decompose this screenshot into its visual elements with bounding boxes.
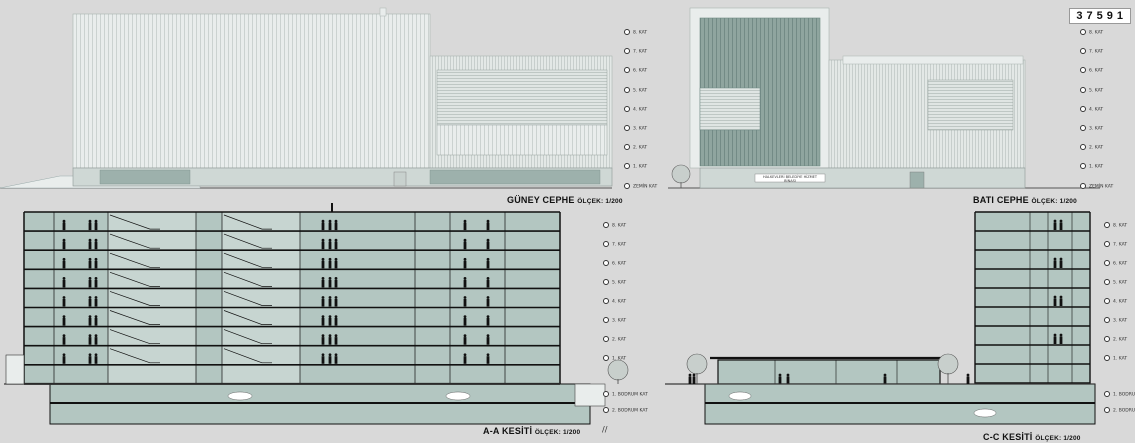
bati-level-3: 5. KAT xyxy=(1080,87,1103,93)
bati-level-2: 6. KAT xyxy=(1080,67,1103,74)
cc-level-5: 3. KAT xyxy=(1104,317,1127,324)
cc-level-3: 5. KAT xyxy=(1104,279,1127,286)
guney-level-5: 3. KAT xyxy=(624,125,647,132)
aa-level-3: 5. KAT xyxy=(603,279,626,286)
aa-level-0: 8. KAT xyxy=(603,222,626,229)
bati-level-1: 7. KAT xyxy=(1080,48,1103,55)
cc-level-0: 8. KAT xyxy=(1104,222,1127,229)
cc-kesiti-title: C-C KESİTİ ÖLÇEK: 1/200 xyxy=(983,432,1081,442)
aa-level-9: 2. BODRUM KAT xyxy=(603,407,648,414)
aa-level-1: 7. KAT xyxy=(603,241,626,248)
cc-level-8: 1. BODRUM KAT xyxy=(1104,391,1135,398)
guney-level-1: 7. KAT xyxy=(624,48,647,55)
aa-level-2: 6. KAT xyxy=(603,260,626,267)
bati-level-0: 8. KAT xyxy=(1080,29,1103,36)
bati-level-6: 2. KAT xyxy=(1080,144,1103,151)
bati-level-7: 1. KAT xyxy=(1080,163,1103,170)
guney-cephe-elevation xyxy=(0,7,613,189)
bati-cephe-elevation xyxy=(668,7,1100,189)
cc-level-9: 2. BODRUM KAT xyxy=(1104,407,1135,414)
aa-kesiti-title: A-A KESİTİ ÖLÇEK: 1/200 xyxy=(483,426,581,436)
guney-level-7: 1. KAT xyxy=(624,163,647,170)
svg-text://: // xyxy=(602,425,608,434)
cc-level-7: 1. KAT xyxy=(1104,355,1127,362)
bati-level-8: ZEMİN KAT xyxy=(1080,183,1113,189)
project-code: 37591 xyxy=(1069,8,1131,24)
guney-level-8: ZEMİN KAT xyxy=(624,183,657,189)
guney-level-3: 5. KAT xyxy=(624,87,647,93)
guney-level-0: 8. KAT xyxy=(624,29,647,36)
guney-cephe-title: GÜNEY CEPHE ÖLÇEK: 1/200 xyxy=(507,195,623,205)
cc-level-1: 7. KAT xyxy=(1104,241,1127,248)
cc-level-2: 6. KAT xyxy=(1104,260,1127,267)
guney-level-6: 2. KAT xyxy=(624,144,647,151)
bati-level-4: 4. KAT xyxy=(1080,106,1103,112)
guney-level-2: 6. KAT xyxy=(624,67,647,74)
bati-sign: HALKEVLERİ BELEDİYE HİZMET BİNASI xyxy=(762,175,817,183)
bati-level-5: 3. KAT xyxy=(1080,125,1103,132)
aa-level-8: 1. BODRUM KAT xyxy=(603,391,648,398)
bati-cephe-title: BATI CEPHE ÖLÇEK: 1/200 xyxy=(973,195,1077,205)
aa-level-5: 3. KAT xyxy=(603,317,626,324)
cc-level-6: 2. KAT xyxy=(1104,336,1127,343)
aa-level-6: 2. KAT xyxy=(603,336,626,343)
cc-level-4: 4. KAT xyxy=(1104,298,1127,305)
aa-level-7: 1. KAT xyxy=(603,355,626,362)
guney-level-4: 4. KAT xyxy=(624,106,647,112)
aa-section xyxy=(4,203,606,425)
cc-section xyxy=(607,211,1096,425)
aa-level-4: 4. KAT xyxy=(603,298,626,305)
